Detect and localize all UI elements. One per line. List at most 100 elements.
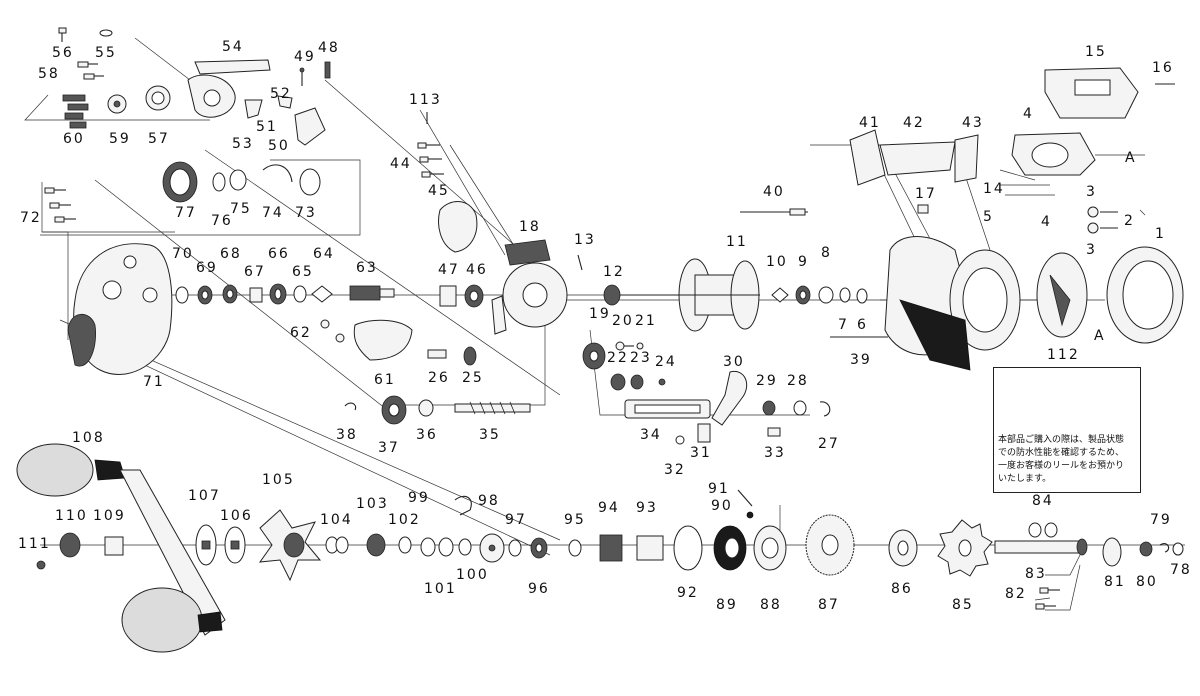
label-part-70: 70 — [172, 246, 194, 262]
part-95-ring — [568, 539, 582, 557]
label-part-42: 42 — [903, 115, 925, 131]
screws-58 — [77, 61, 104, 80]
label-part-56: 56 — [52, 45, 74, 61]
screw-17 — [917, 204, 929, 214]
part-54-bracket — [187, 59, 271, 118]
part-78-ring — [1172, 542, 1184, 556]
part-94-clutch — [599, 534, 623, 562]
label-part-106: 106 — [220, 508, 253, 524]
part-67-collar — [249, 287, 263, 303]
part-24-screw — [658, 378, 666, 386]
label-part-87: 87 — [818, 597, 840, 613]
part-80-bearing — [1139, 541, 1153, 557]
label-part-22: 22 — [607, 350, 629, 366]
label-part-78: 78 — [1170, 562, 1192, 578]
label-part-107: 107 — [188, 488, 221, 504]
label-part-94: 94 — [598, 500, 620, 516]
label-part-18: 18 — [519, 219, 541, 235]
label-part-10: 10 — [766, 254, 788, 270]
part-112-note-box: 本部品ご購入の際は、製品状態 での防水性能を確認するため、 一度お客様のリールを… — [993, 367, 1141, 493]
label-part-84: 84 — [1032, 493, 1054, 509]
label-part-98: 98 — [478, 493, 500, 509]
part-37-gear — [381, 395, 407, 425]
label-part-15: 15 — [1085, 44, 1107, 60]
part-69-bearing — [197, 285, 213, 305]
part-81-bracket — [1102, 537, 1122, 567]
label-part-52: 52 — [270, 86, 292, 102]
pin-49 — [299, 67, 305, 86]
part-10-clip — [771, 287, 789, 303]
label-part-61: 61 — [374, 372, 396, 388]
part-70-ring — [175, 286, 189, 304]
part-99-spring — [454, 495, 472, 516]
part-105-star-drag — [258, 509, 322, 582]
pin-13 — [577, 254, 583, 271]
label-part-80: 80 — [1136, 574, 1158, 590]
part-52-53-clip — [244, 95, 293, 119]
label-part-81: 81 — [1104, 574, 1126, 590]
label-part-27: 27 — [818, 436, 840, 452]
label-part-91: 91 — [708, 481, 730, 497]
label-part-1: 1 — [1155, 226, 1166, 242]
part-83-drive-shaft — [994, 538, 1088, 556]
part-57-ring — [145, 85, 171, 111]
part-101-washers — [420, 537, 454, 557]
part-66-bearing — [269, 283, 287, 305]
label-part-35: 35 — [479, 427, 501, 443]
label-part-76: 76 — [211, 213, 233, 229]
label-part-71: 71 — [143, 374, 165, 390]
label-marker-a-top: A — [1125, 150, 1137, 166]
label-part-59: 59 — [109, 131, 131, 147]
label-part-86: 86 — [891, 581, 913, 597]
springs-60 — [62, 94, 89, 129]
label-part-3-bottom: 3 — [1086, 242, 1097, 258]
part-33-screw — [767, 427, 781, 437]
label-part-44: 44 — [390, 156, 412, 172]
part-6-ring — [856, 288, 868, 304]
part-14-gasket — [1000, 184, 1055, 196]
label-part-96: 96 — [528, 581, 550, 597]
part-45-bracket — [438, 201, 478, 253]
label-part-82: 82 — [1005, 586, 1027, 602]
label-part-11: 11 — [726, 234, 748, 250]
part-41-cover — [849, 129, 886, 186]
part-92-disc — [673, 525, 703, 571]
label-part-67: 67 — [244, 264, 266, 280]
part-75-ring — [229, 169, 247, 191]
label-part-62: 62 — [290, 325, 312, 341]
part-34-guide — [624, 399, 711, 419]
part-31-pawl — [697, 423, 711, 443]
part-108-handle — [16, 443, 226, 653]
label-part-79: 79 — [1150, 512, 1172, 528]
label-part-46: 46 — [466, 262, 488, 278]
label-part-7: 7 — [838, 317, 849, 333]
label-part-30: 30 — [723, 354, 745, 370]
label-part-51: 51 — [256, 119, 278, 135]
label-part-53: 53 — [232, 136, 254, 152]
label-part-105: 105 — [262, 472, 295, 488]
label-part-104: 104 — [320, 512, 353, 528]
label-part-49: 49 — [294, 49, 316, 65]
part-12-gear — [603, 284, 621, 306]
part-5-body — [884, 236, 1021, 371]
part-76-ring — [212, 172, 226, 192]
part-50-cover — [294, 107, 326, 146]
label-part-8: 8 — [821, 245, 832, 261]
label-part-63: 63 — [356, 260, 378, 276]
label-part-25: 25 — [462, 370, 484, 386]
part-71-side-plate — [67, 243, 173, 375]
label-part-108: 108 — [72, 430, 105, 446]
label-part-21: 21 — [635, 313, 657, 329]
label-part-31: 31 — [690, 445, 712, 461]
label-part-111: 111 — [18, 536, 51, 552]
label-part-5: 5 — [983, 209, 994, 225]
spring-48 — [324, 61, 331, 79]
part-4-sideplate — [1036, 252, 1088, 338]
label-part-64: 64 — [313, 246, 335, 262]
label-part-95: 95 — [564, 512, 586, 528]
part-29-bearing — [762, 400, 776, 416]
label-part-90: 90 — [711, 498, 733, 514]
label-part-24: 24 — [655, 354, 677, 370]
label-part-9: 9 — [798, 254, 809, 270]
label-part-43: 43 — [962, 115, 984, 131]
